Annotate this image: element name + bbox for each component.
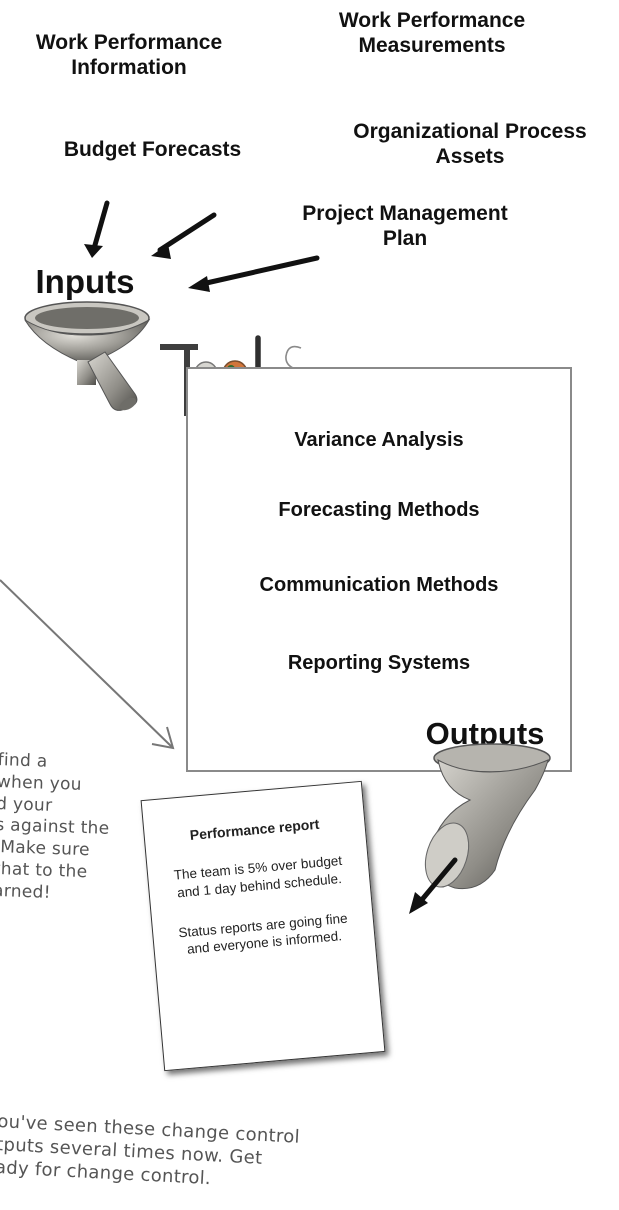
- arrow-budget-forecasts: [84, 200, 110, 258]
- tool-forecasting-methods: Forecasting Methods: [278, 499, 480, 521]
- note-callout-arrow: [0, 579, 175, 750]
- input-work-performance-measurements: Work Performance Measurements: [338, 9, 526, 58]
- note-left: find a when you d your s against the Mak…: [0, 750, 110, 903]
- report-line-2: Status reports are going fine and everyo…: [177, 910, 349, 958]
- tool-reporting-systems: Reporting Systems: [287, 652, 471, 674]
- report-title: Performance report: [189, 815, 320, 844]
- arrow-project-management-plan: [188, 255, 320, 292]
- tool-variance-analysis: Variance Analysis: [294, 429, 464, 451]
- outputs-pipe-icon: [424, 743, 551, 890]
- input-budget-forecasts: Budget Forecasts: [63, 138, 242, 161]
- output-arrow: [409, 857, 458, 914]
- tools-box: Variance Analysis Forecasting Methods Co…: [186, 367, 572, 772]
- arrow-work-performance-measurements: [151, 212, 217, 259]
- funnel-icon: [24, 301, 151, 411]
- input-work-performance-information: Work Performance Information: [35, 31, 223, 80]
- input-project-management-plan: Project Management Plan: [302, 202, 508, 251]
- performance-report-document: Performance report The team is 5% over b…: [140, 780, 386, 1072]
- report-line-1: The team is 5% over budget and 1 day beh…: [173, 852, 343, 901]
- inputs-heading: Inputs: [35, 263, 135, 300]
- tool-communication-methods: Communication Methods: [259, 574, 499, 596]
- input-organizational-process-assets: Organizational Process Assets: [353, 120, 587, 169]
